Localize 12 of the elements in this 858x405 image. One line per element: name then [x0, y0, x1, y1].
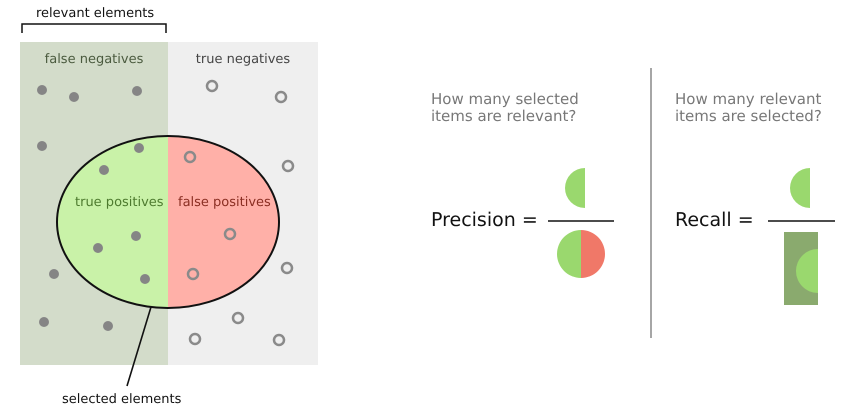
leader-line	[126, 306, 152, 386]
panel-heading: true negatives	[194, 52, 292, 67]
selection-ellipse	[56, 135, 280, 309]
question-text: How many relevant items are selected?	[675, 91, 823, 125]
region-label: true positives	[75, 195, 164, 210]
formula-label: Precision =	[431, 209, 538, 231]
region-label: false positives	[178, 195, 271, 210]
bracket-label: relevant elements	[36, 6, 154, 21]
formula-label: Recall =	[675, 209, 754, 231]
question-text: How many selected items are relevant?	[431, 91, 580, 125]
caption-text: selected elements	[62, 392, 182, 405]
panel-heading: false negatives	[44, 52, 144, 67]
